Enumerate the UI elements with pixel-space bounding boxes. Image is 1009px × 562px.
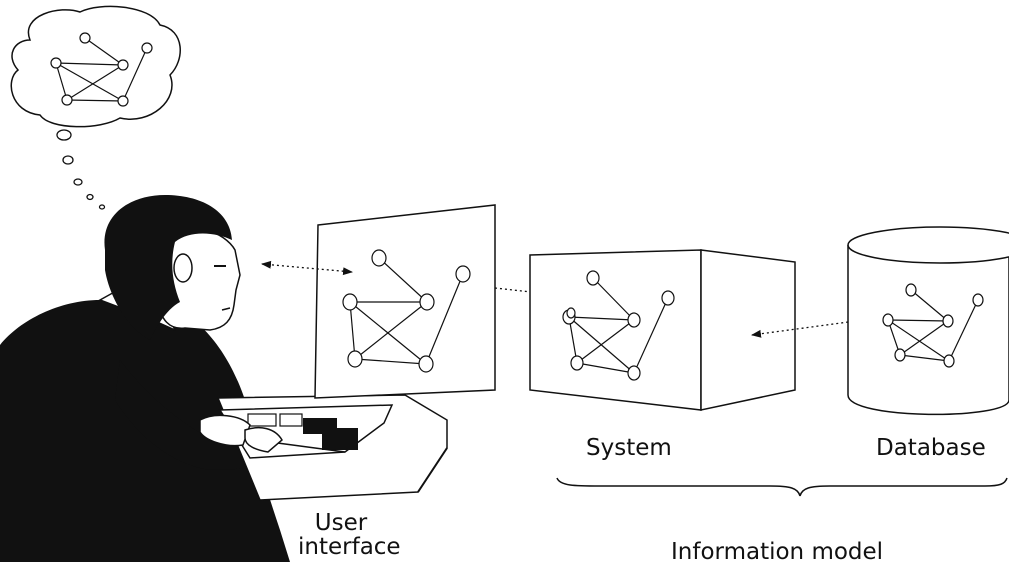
user-interface-label-line2: interface xyxy=(298,534,401,560)
screen-graph xyxy=(342,249,471,373)
user-figure xyxy=(0,195,290,562)
database-cylinder xyxy=(847,226,1009,416)
system-graph xyxy=(562,270,675,381)
database-graph xyxy=(882,283,984,368)
user-interface-label-line1: User xyxy=(314,510,368,536)
keyboard xyxy=(199,394,448,501)
thought-trail xyxy=(56,129,106,210)
arrow-user-screen xyxy=(261,260,353,276)
information-model-brace xyxy=(556,477,1008,497)
user-interface-label: User interface xyxy=(298,510,401,560)
database-label: Database xyxy=(876,435,986,461)
thought-cloud xyxy=(10,5,181,128)
information-model-label: Information model xyxy=(671,539,884,562)
system-label: System xyxy=(586,435,672,461)
mental-model-graph xyxy=(50,32,153,107)
system-box xyxy=(529,249,796,411)
screen-panel xyxy=(314,204,496,399)
